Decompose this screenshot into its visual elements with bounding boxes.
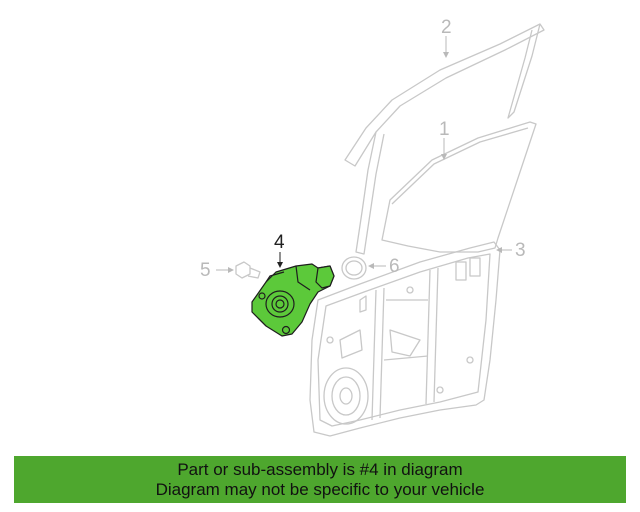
callout-5: 5 xyxy=(200,260,211,281)
door-panel-part-3 xyxy=(309,241,501,437)
callout-2: 2 xyxy=(441,17,452,38)
glass-part-1 xyxy=(381,121,537,253)
window-motor-part-4 xyxy=(251,263,335,337)
banner-line-2: Diagram may not be specific to your vehi… xyxy=(155,480,485,499)
callout-6: 6 xyxy=(389,256,400,277)
callout-4: 4 xyxy=(274,232,285,253)
leader-lines xyxy=(216,36,512,273)
window-frame-part-2 xyxy=(344,23,545,255)
grommet-part-6 xyxy=(341,256,367,280)
callout-3: 3 xyxy=(515,240,526,261)
parts-diagram xyxy=(216,23,545,437)
banner-line-1: Part or sub-assembly is #4 in diagram xyxy=(177,460,463,479)
callout-1: 1 xyxy=(439,119,450,140)
info-banner: Part or sub-assembly is #4 in diagram Di… xyxy=(14,456,626,503)
bolt-part-5 xyxy=(235,261,261,279)
